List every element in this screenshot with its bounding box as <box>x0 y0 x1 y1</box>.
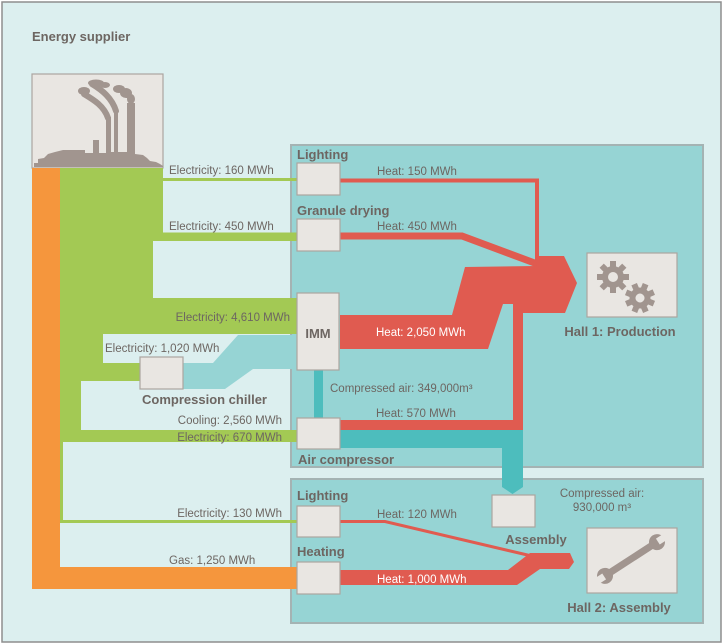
flow-label-cooling: Cooling: 2,560 MWh <box>178 415 282 427</box>
factory-silhouette <box>34 103 163 167</box>
factory-icon <box>34 79 163 167</box>
node-compression-chiller <box>139 356 184 390</box>
electricity-trunk <box>60 380 81 431</box>
gears-icon <box>597 261 656 314</box>
node-label-granule-drying: Granule drying <box>297 203 390 218</box>
flow-label-elec-lighting-hall2: Electricity: 130 MWh <box>177 508 282 520</box>
smoke-puff <box>88 79 104 87</box>
node-label-lighting-hall1: Lighting <box>297 147 348 162</box>
node-lighting-hall2 <box>296 505 341 538</box>
flow-label-heat-compressor: Heat: 570 MWh <box>376 408 456 420</box>
electricity-trunk <box>60 168 163 241</box>
node-label-compression-chiller: Compression chiller <box>142 392 267 407</box>
node-assembly <box>491 494 536 528</box>
flow-label-heat-granule-drying: Heat: 450 MWh <box>377 221 457 233</box>
node-label-heating: Heating <box>297 544 345 559</box>
energy-supplier-title: Energy supplier <box>32 29 130 44</box>
flow-label-elec-chiller: Electricity: 1,020 MWh <box>105 343 219 355</box>
gear-small <box>624 282 656 314</box>
flow-label-elec-lighting-hall1: Electricity: 160 MWh <box>169 165 274 177</box>
electricity-flow-chiller <box>60 363 140 381</box>
gas-trunk <box>32 168 60 589</box>
node-granule-drying <box>296 218 341 252</box>
electricity-trunk <box>60 441 63 523</box>
node-heating <box>296 561 341 595</box>
node-label-assembly: Assembly <box>505 532 567 547</box>
flow-label-heat-lighting-hall2: Heat: 120 MWh <box>377 509 457 521</box>
node-hall1-production <box>586 252 678 318</box>
hall2-label: Hall 2: Assembly <box>567 600 671 615</box>
node-lighting-hall1 <box>296 162 341 196</box>
electricity-flow-imm <box>60 298 297 334</box>
flow-label-elec-imm: Electricity: 4,610 MWh <box>176 312 290 324</box>
hall1-label: Hall 1: Production <box>564 324 675 339</box>
wrench-icon <box>594 533 668 585</box>
flow-label-elec-granule-drying: Electricity: 450 MWh <box>169 221 274 233</box>
flow-label-gas-heating: Gas: 1,250 MWh <box>169 555 255 567</box>
heat-flow-lighting-hall1 <box>340 178 539 260</box>
heat-flow-heating <box>340 553 574 585</box>
electricity-flow-granule-drying <box>162 232 297 241</box>
node-imm <box>296 292 340 371</box>
node-air-compressor <box>296 417 341 450</box>
electricity-flow-lighting-hall2 <box>60 520 297 523</box>
electricity-flow-compressor <box>60 430 297 442</box>
cooling-flow <box>183 335 297 389</box>
electricity-flow-lighting-hall1 <box>162 178 297 181</box>
compressed-air-flow-assembly <box>340 430 523 494</box>
compressed-air-flow-imm <box>314 369 323 419</box>
smoke-plume-1 <box>81 91 111 121</box>
heat-flow-lighting-hall2 <box>340 520 537 559</box>
smoke-puff <box>78 87 90 95</box>
flow-label-compressed-air-assembly: Compressed air: <box>560 488 644 500</box>
node-label-imm: IMM <box>305 326 330 341</box>
gear-large <box>597 261 629 293</box>
flow-label-compressed-air-assembly-value: 930,000 m³ <box>573 502 631 514</box>
electricity-trunk <box>60 240 153 299</box>
gas-flow-heating <box>32 567 297 589</box>
smoke-puff <box>127 94 135 104</box>
flow-label-heat-imm: Heat: 2,050 MWh <box>376 327 465 339</box>
flow-label-elec-compressor: Electricity: 670 MWh <box>177 432 282 444</box>
node-label-air-compressor: Air compressor <box>298 452 394 467</box>
flow-label-compressed-air-imm: Compressed air: 349,000m³ <box>330 383 473 395</box>
heat-flow-imm-and-compressor <box>340 256 577 430</box>
heat-flow-granule-drying <box>340 232 542 269</box>
electricity-trunk <box>60 333 103 364</box>
node-label-lighting-hall2: Lighting <box>297 488 348 503</box>
flow-label-heat-lighting-hall1: Heat: 150 MWh <box>377 166 457 178</box>
smoke-puff <box>100 82 110 88</box>
flow-label-heat-heating: Heat: 1,000 MWh <box>377 574 466 586</box>
